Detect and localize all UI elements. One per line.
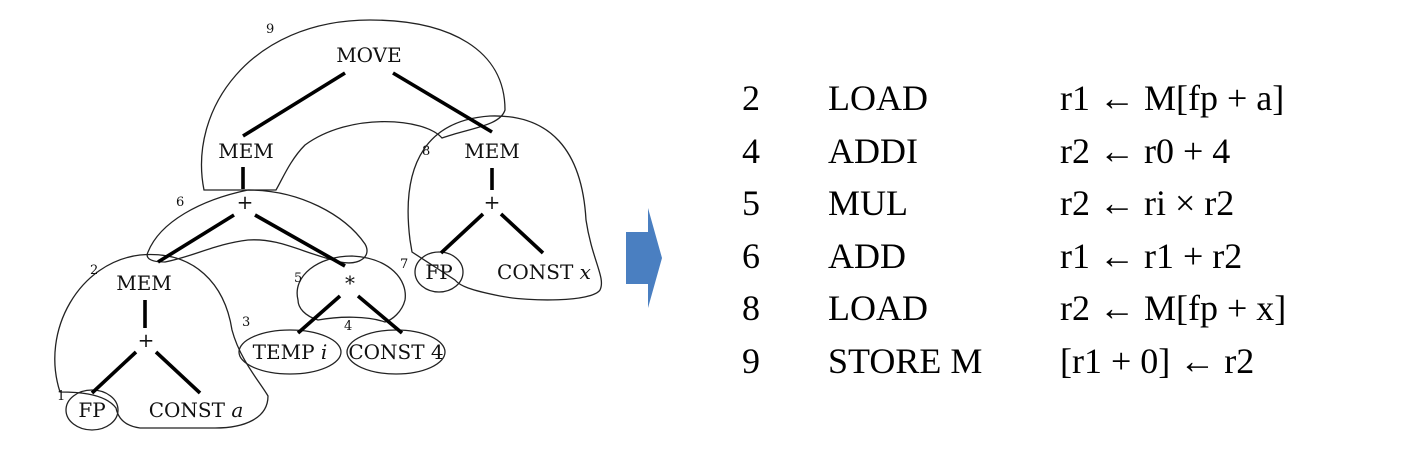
node-const-x: CONST x xyxy=(497,260,591,284)
tile-8-outline xyxy=(407,115,602,301)
right-arrow-icon xyxy=(626,208,662,308)
instruction-number: 8 xyxy=(742,288,760,329)
tile-number-9: 9 xyxy=(266,22,274,37)
tree-diagram: MOVE MEM MEM + + MEM * + FP CONST a TEMP… xyxy=(54,19,602,431)
tile-number-5: 5 xyxy=(294,271,302,286)
instruction-opcode: LOAD xyxy=(828,78,928,118)
tile-numbers: 9 8 6 7 2 5 3 4 1 xyxy=(57,22,430,404)
instruction-opcode: ADD xyxy=(828,235,906,276)
node-plus-right: + xyxy=(484,190,501,214)
instruction-number: 2 xyxy=(742,78,760,118)
instruction-number: 9 xyxy=(742,340,760,381)
tile-number-2: 2 xyxy=(90,263,98,278)
node-temp-i: TEMP i xyxy=(253,340,328,364)
instruction-number: 5 xyxy=(742,183,760,224)
edge-move-mem-right xyxy=(392,71,493,134)
instruction-expression: r2 ← M[fp + x] xyxy=(1060,288,1287,329)
tile-7-outline xyxy=(414,251,464,293)
tile-number-6: 6 xyxy=(176,195,184,210)
instruction-opcode: ADDI xyxy=(828,130,918,171)
edge-star-const4 xyxy=(356,294,404,335)
instruction-opcode: MUL xyxy=(828,183,908,224)
edge-plus-right-fp xyxy=(439,212,485,255)
instruction-expression: r1 ← M[fp + a] xyxy=(1060,78,1285,118)
edge-plus2-const-a xyxy=(154,350,202,395)
instruction-number: 6 xyxy=(742,235,760,276)
node-const-a: CONST a xyxy=(149,398,244,422)
instruction-opcode: LOAD xyxy=(828,288,928,329)
node-fp-7: FP xyxy=(425,260,452,284)
edge-plus2-fp xyxy=(90,350,138,395)
tile-number-1: 1 xyxy=(57,389,65,404)
tile-6-outline xyxy=(146,189,368,264)
node-mem-left: MEM xyxy=(218,139,274,163)
instruction-expression: [r1 + 0] ← r2 xyxy=(1060,340,1255,381)
node-mem-right: MEM xyxy=(464,139,520,163)
instruction-expression: r2 ← r0 + 4 xyxy=(1060,130,1231,171)
tile-number-3: 3 xyxy=(242,315,250,330)
node-plus-6: + xyxy=(237,190,254,214)
tile-9-outline xyxy=(200,19,506,191)
node-const-4: CONST 4 xyxy=(348,340,443,364)
node-mem-2: MEM xyxy=(116,271,172,295)
instruction-expression: r2 ← ri × r2 xyxy=(1060,183,1235,224)
tree-edges xyxy=(90,71,545,395)
edge-plus6-star xyxy=(254,213,346,268)
tile-number-7: 7 xyxy=(400,257,408,272)
node-labels: MOVE MEM MEM + + MEM * + FP CONST a TEMP… xyxy=(78,43,591,422)
tile-3-outline xyxy=(238,329,342,375)
node-fp-1: FP xyxy=(78,398,105,422)
arrow-shape xyxy=(626,208,662,308)
tile-number-4: 4 xyxy=(344,319,352,334)
instruction-expression: r1 ← r1 + r2 xyxy=(1060,235,1243,276)
node-move: MOVE xyxy=(336,43,402,67)
edge-star-temp xyxy=(296,294,342,335)
instruction-number: 4 xyxy=(742,130,760,171)
edge-move-mem-left xyxy=(242,71,346,138)
tile-outlines xyxy=(54,19,602,431)
tile-number-8: 8 xyxy=(422,144,430,159)
edge-plus6-mem2 xyxy=(157,213,235,264)
node-star-5: * xyxy=(345,271,355,295)
node-plus-2: + xyxy=(138,328,155,352)
tile-1-outline xyxy=(65,389,119,431)
instruction-opcode: STORE M xyxy=(828,340,983,381)
edge-plus-right-const-x xyxy=(499,212,545,255)
